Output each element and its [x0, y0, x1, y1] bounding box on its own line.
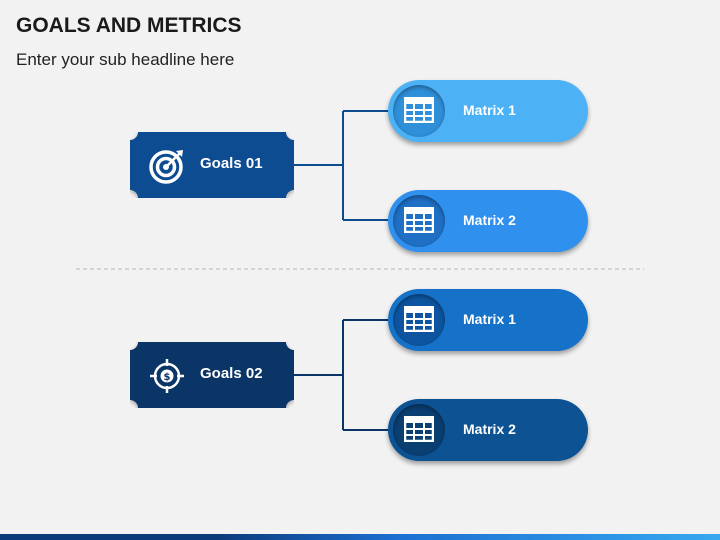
matrix-pill-goal1-2: Matrix 2 [388, 190, 588, 252]
table-grid-icon [404, 97, 434, 123]
svg-text:$: $ [164, 372, 171, 383]
page-title: GOALS AND METRICS [16, 14, 242, 37]
page-subtitle: Enter your sub headline here [16, 50, 235, 69]
matrix-pill-goal2-1: Matrix 1 [388, 289, 588, 351]
matrix-pill-goal2-2: Matrix 2 [388, 399, 588, 461]
goal-label-01: Goals 01 [200, 155, 263, 172]
goal-label-02: Goals 02 [200, 365, 263, 382]
matrix-label: Matrix 2 [463, 212, 516, 228]
matrix-pill-goal1-1: Matrix 1 [388, 80, 588, 142]
table-grid-icon [404, 306, 434, 332]
goal-box-02: $ Goals 02 [130, 342, 294, 408]
matrix-label: Matrix 2 [463, 421, 516, 437]
matrix-icon-badge [393, 85, 445, 137]
matrix-label: Matrix 1 [463, 311, 516, 327]
goal-box-01: Goals 01 [130, 132, 294, 198]
matrix-icon-badge [393, 404, 445, 456]
table-grid-icon [404, 207, 434, 233]
matrix-label: Matrix 1 [463, 102, 516, 118]
dollar-crosshair-icon: $ [150, 359, 184, 393]
matrix-icon-badge [393, 195, 445, 247]
matrix-icon-badge [393, 294, 445, 346]
footer-accent-bar [0, 534, 720, 540]
goal-box-shape [130, 342, 294, 408]
table-grid-icon [404, 416, 434, 442]
target-arrow-icon [149, 150, 183, 184]
